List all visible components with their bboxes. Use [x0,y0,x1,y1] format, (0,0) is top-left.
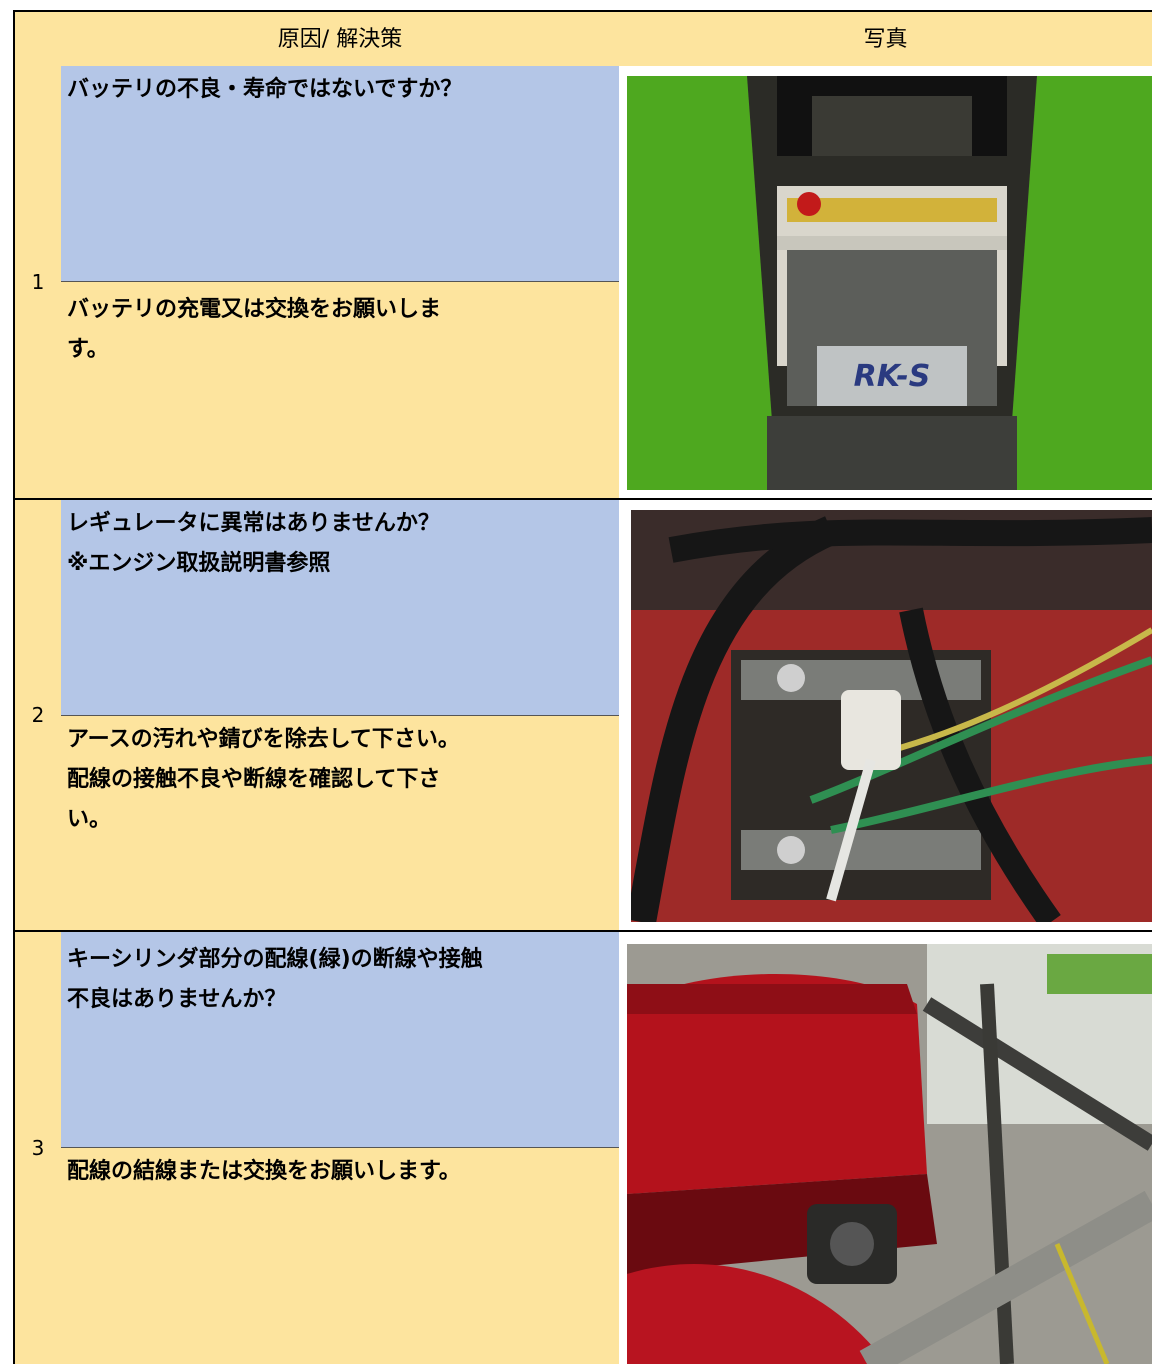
row-number-text: 2 [31,703,45,727]
battery-label: RK-S [854,359,931,394]
header-photo: 写真 [619,10,1152,68]
solution-line: す。 [67,337,109,362]
row-2-solution: アースの汚れや錆びを除去して下さい。 配線の接触不良や断線を確認して下さ い。 [61,716,621,932]
header-number-cell [13,10,63,68]
solution-line: バッテリの充電又は交換をお願いしま [67,297,442,322]
header-cause-solution: 原因/ 解決策 [61,10,621,68]
row-3-cause: キーシリンダ部分の配線(緑)の断線や接触 不良はありませんか？ [61,932,621,1148]
row-1-number: 1 [13,66,63,500]
cause-line: 不良はありませんか？ [67,987,287,1012]
row-1-solution: バッテリの充電又は交換をお願いしま す。 [61,282,621,500]
solution-line: い。 [67,807,112,832]
cause-line: レギュレータに異常はありませんか？ [67,511,440,536]
row-2-cause: レギュレータに異常はありませんか？ ※エンジン取扱説明書参照 [61,500,621,716]
cause-line: バッテリの不良・寿命ではないですか？ [67,77,463,102]
cause-line: キーシリンダ部分の配線(緑)の断線や接触 [67,947,483,972]
solution-line: 配線の接触不良や断線を確認して下さ [67,767,441,792]
row-2-number: 2 [13,500,63,932]
solution-line: 配線の結線または交換をお願いします。 [67,1159,461,1184]
row-number-text: 1 [31,270,45,294]
key-cylinder-photo [627,944,1152,1364]
troubleshooting-table: 原因/ 解決策 写真 1 バッテリの不良・寿命ではないですか？ バッテリの充電又… [13,10,1152,1364]
row-3-number: 3 [13,932,63,1364]
row-3-solution: 配線の結線または交換をお願いします。 [61,1148,621,1364]
battery-photo: RK-S [627,76,1152,490]
row-3-photo-cell [619,932,1152,1364]
row-2-photo-cell [619,500,1152,932]
row-1-photo-cell: RK-S [619,66,1152,500]
row-number-text: 3 [31,1136,45,1160]
cause-line: ※エンジン取扱説明書参照 [67,551,331,576]
regulator-wiring-photo [631,510,1152,922]
row-1-cause: バッテリの不良・寿命ではないですか？ [61,66,621,282]
solution-line: アースの汚れや錆びを除去して下さい。 [67,727,460,752]
